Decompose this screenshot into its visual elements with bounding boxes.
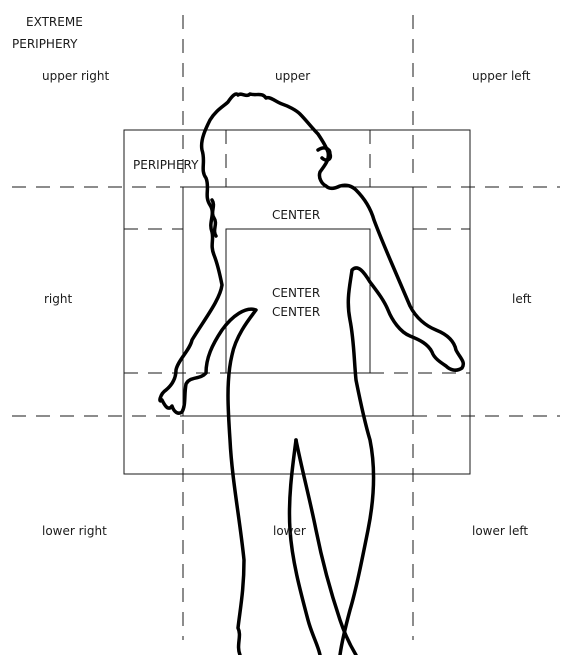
center-center-label-line2: CENTER: [272, 305, 320, 319]
center-label: CENTER: [272, 208, 320, 222]
extreme-periphery-label-line1: EXTREME: [26, 15, 83, 29]
human-figure-outline: [160, 94, 463, 655]
periphery-label: PERIPHERY: [133, 158, 199, 172]
figure-hair-curl: [318, 148, 330, 160]
lower-left-label: lower left: [472, 524, 528, 538]
lower-right-label: lower right: [42, 524, 107, 538]
figure-left-side: [160, 94, 463, 655]
upper-label: upper: [275, 69, 310, 83]
left-label: left: [512, 292, 532, 306]
periphery-frame: [124, 130, 470, 474]
upper-left-label: upper left: [472, 69, 531, 83]
extreme-periphery-label-line2: PERIPHERY: [12, 37, 78, 51]
right-label: right: [44, 292, 72, 306]
center-center-label-line1: CENTER: [272, 286, 320, 300]
lower-label: lower: [273, 524, 306, 538]
upper-right-label: upper right: [42, 69, 109, 83]
